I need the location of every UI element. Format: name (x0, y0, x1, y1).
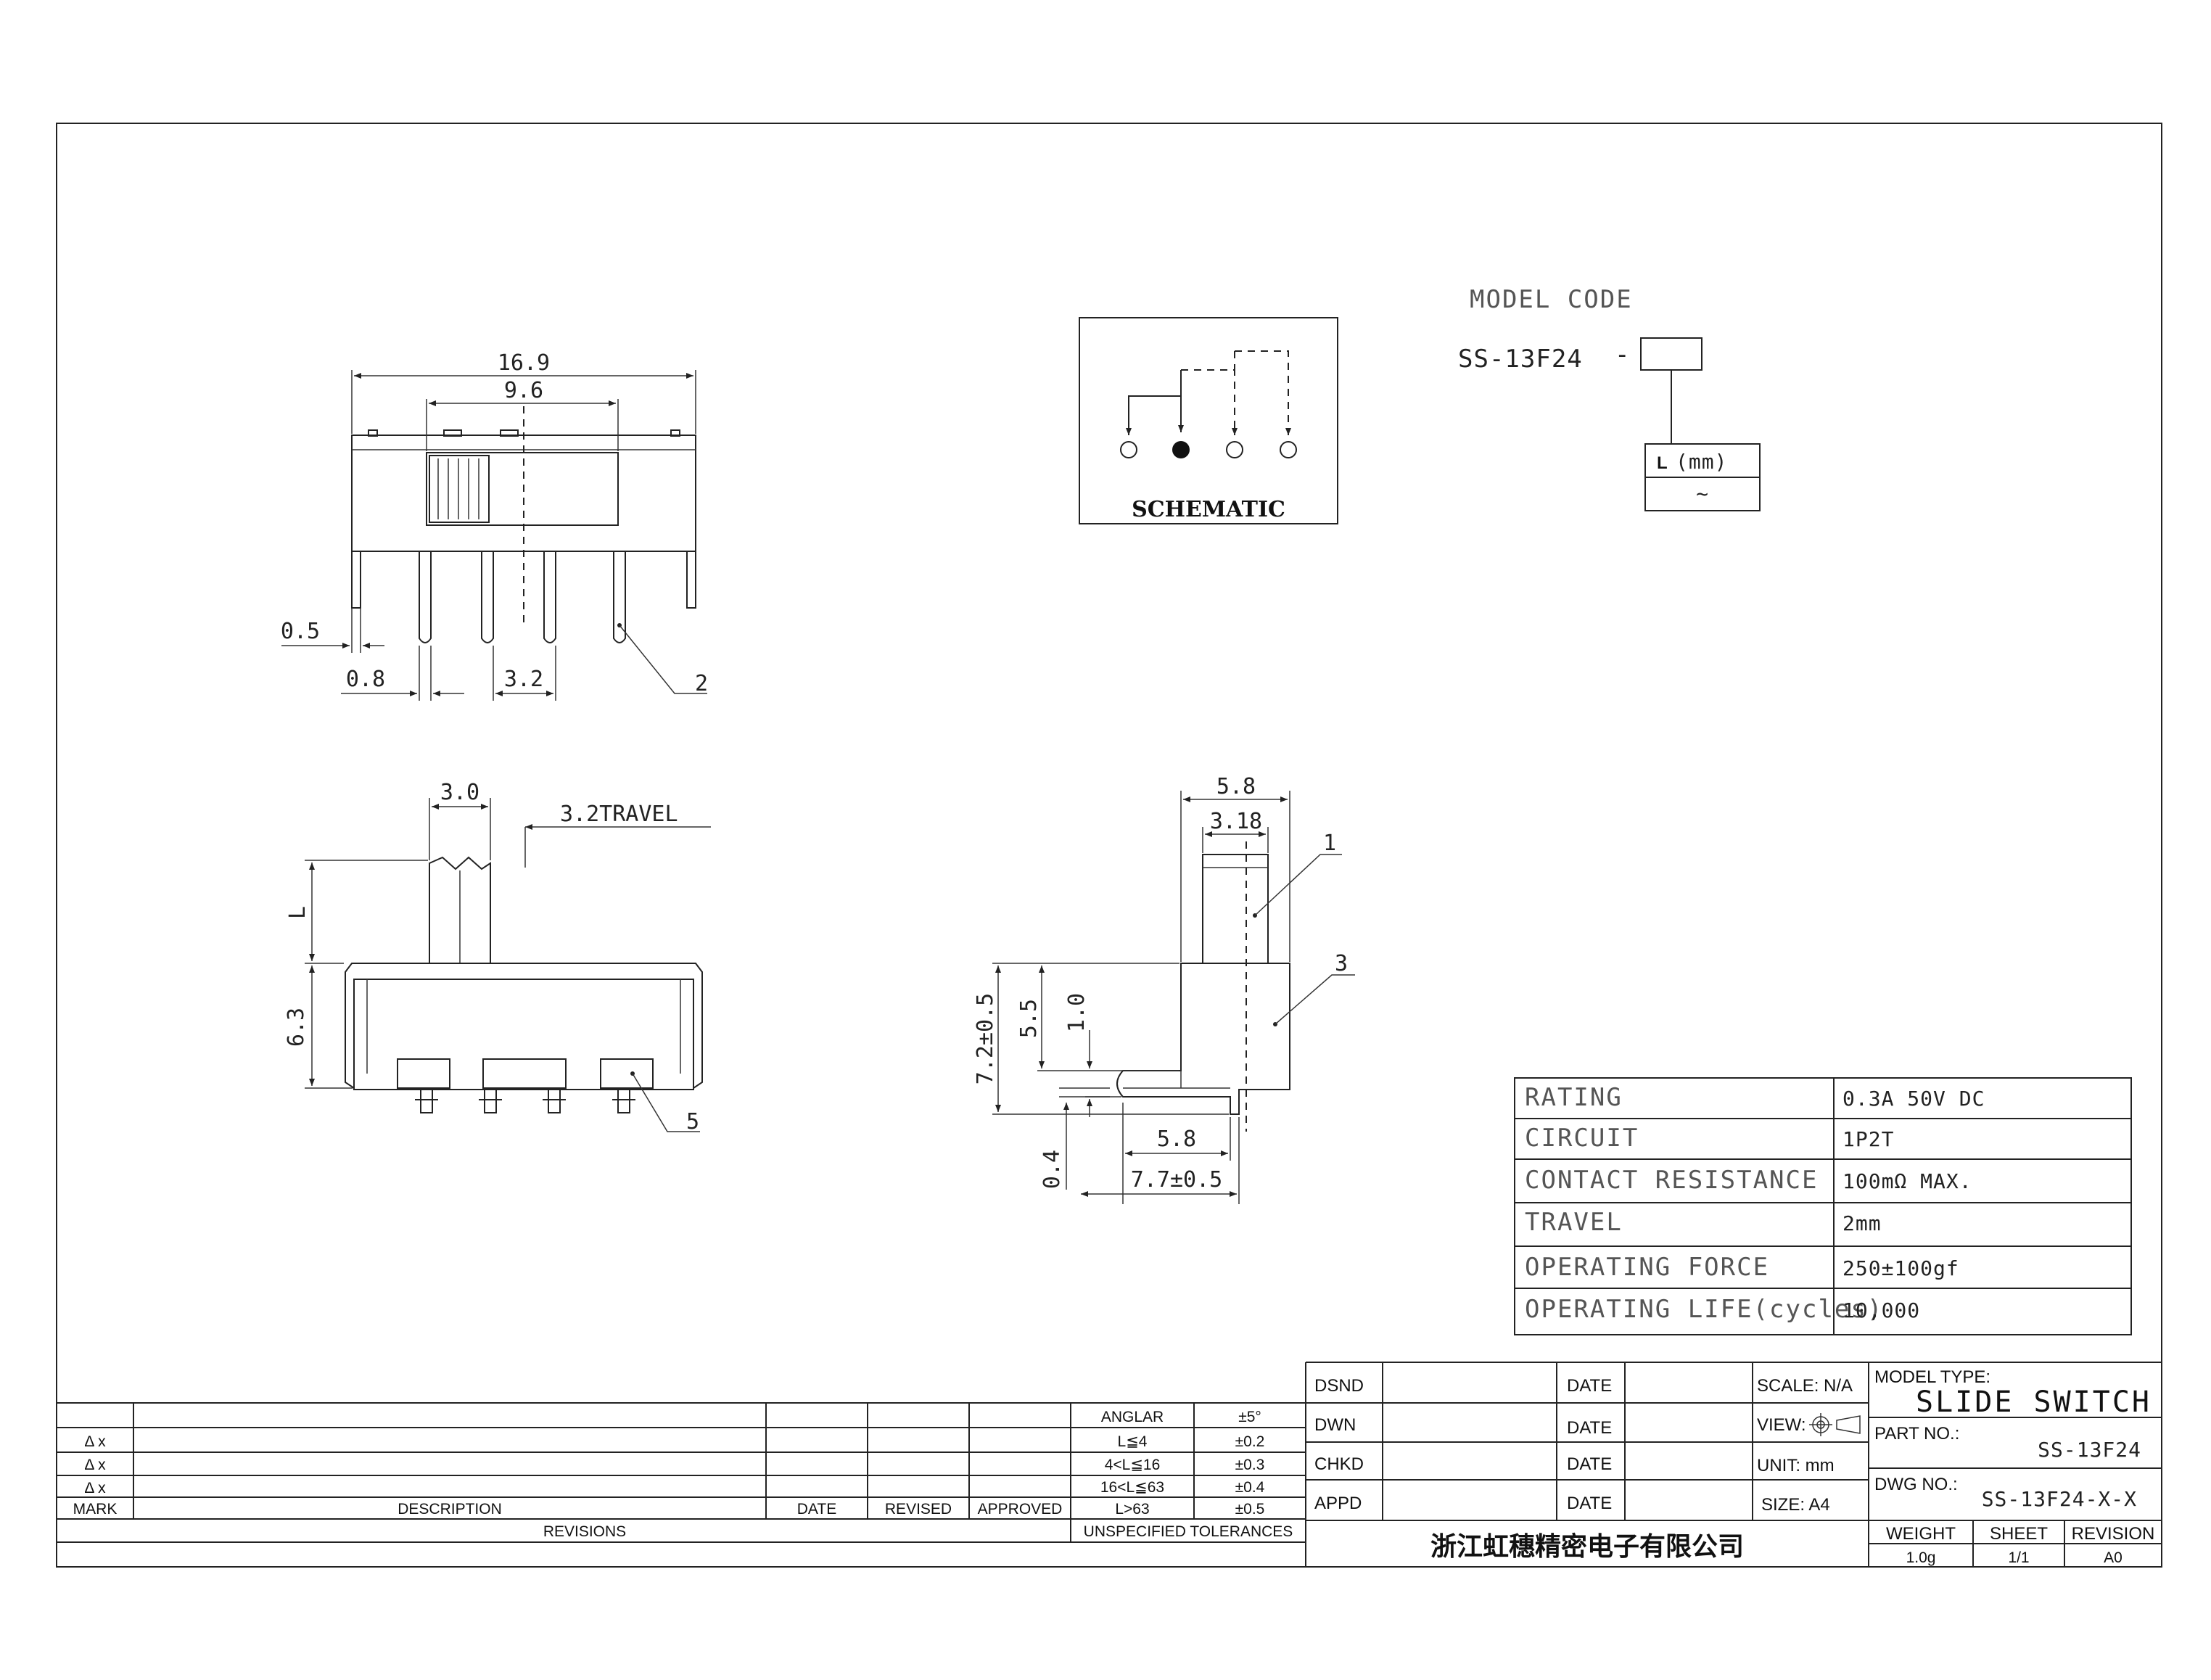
specs-table: RATING 0.3A 50V DC CIRCUIT 1P2T CONTACT RESI… (1514, 1077, 2132, 1335)
dwg-no-label: DWG NO.: (1874, 1475, 1958, 1494)
side-view: 5.8 3.18 7.2±0.5 5.5 1.0 0.4 5.8 7.7±0.5… (973, 774, 1355, 1204)
dim-16-9: 16.9 (498, 350, 550, 376)
callout-1: 1 (1323, 831, 1336, 856)
callout-3: 3 (1335, 951, 1348, 976)
scale-label: SCALE: N/A (1757, 1376, 1853, 1396)
tol-row-4-value: ±0.4 (1235, 1479, 1265, 1496)
signoff-date-4: DATE (1567, 1494, 1612, 1513)
dim-1-0: 1.0 (1064, 993, 1090, 1032)
callout-5: 5 (686, 1109, 699, 1135)
spec-label: OPERATING FORCE (1525, 1253, 1769, 1282)
tol-row-5-value: ±0.5 (1235, 1501, 1265, 1518)
signoff-appd: APPD (1314, 1494, 1362, 1513)
tol-row-1-range: ANGLAR (1101, 1409, 1164, 1425)
spec-value: 250±100gf (1842, 1256, 1959, 1280)
spec-value: 100mΩ MAX. (1842, 1169, 1972, 1193)
dim-side-5-8-top: 5.8 (1216, 774, 1256, 799)
dim-9-6: 9.6 (504, 378, 543, 403)
dim-travel: 3.2TRAVEL (560, 802, 678, 827)
dim-0-4: 0.4 (1039, 1150, 1065, 1189)
dim-3-2: 3.2 (504, 667, 543, 692)
model-code-l-value: ~ (1696, 482, 1709, 506)
model-code-title: MODEL CODE (1470, 285, 1633, 314)
tol-row-2-range: L≦4 (1118, 1433, 1148, 1450)
weight-label: WEIGHT (1886, 1524, 1956, 1544)
dim-side-5-8-bottom: 5.8 (1157, 1127, 1196, 1152)
callout-2: 2 (695, 671, 708, 696)
model-code-l-label: L (1657, 453, 1668, 473)
spec-value: 10,000 (1842, 1298, 1920, 1322)
part-no-label: PART NO.: (1874, 1424, 1959, 1444)
dim-5-5: 5.5 (1016, 999, 1042, 1038)
rev-approved-header: APPROVED (978, 1501, 1063, 1518)
tol-row-3-range: 4<L≦16 (1105, 1457, 1161, 1473)
tol-row-4-range: 16<L≦63 (1100, 1479, 1164, 1496)
revision-label: REVISION (2072, 1524, 2155, 1544)
model-code: MODEL CODE SS-13F24 - L (mm) ~ (1458, 285, 1761, 511)
schematic-label: SCHEMATIC (1132, 497, 1285, 522)
model-type-value: SLIDE SWITCH (1916, 1385, 2152, 1419)
spec-label: RATING (1525, 1083, 1623, 1112)
dim-3-0: 3.0 (440, 780, 479, 805)
dim-l: L (285, 906, 310, 919)
model-code-l-box (1640, 337, 1702, 371)
spec-label: CONTACT RESISTANCE (1525, 1166, 1818, 1195)
title-block: Δ x Δ x Δ x MARK DESCRIPTION DATE REVISE… (57, 1362, 2162, 1567)
rev-date-header: DATE (797, 1501, 836, 1518)
revision-value: A0 (2104, 1549, 2123, 1566)
front-view: 3.0 3.2TRAVEL L 6.3 5 (284, 780, 711, 1135)
tol-row-3-value: ±0.3 (1235, 1457, 1265, 1473)
dwg-no-value: SS-13F24-X-X (1982, 1487, 2137, 1511)
spec-value: 2mm (1842, 1211, 1882, 1235)
company-name: 浙江虹穗精密电子有限公司 (1430, 1531, 1744, 1562)
dim-7-7: 7.7±0.5 (1131, 1167, 1222, 1193)
rev-row-1-mark: Δ x (84, 1433, 106, 1450)
rev-row-3-mark: Δ x (84, 1480, 106, 1496)
spec-value: 1P2T (1842, 1127, 1894, 1151)
unit-label: UNIT: mm (1757, 1456, 1835, 1475)
model-code-l-unit: (mm) (1676, 450, 1727, 474)
sheet-value: 1/1 (2008, 1549, 2029, 1566)
spec-value: 0.3A 50V DC (1842, 1087, 1985, 1111)
rev-revised-header: REVISED (885, 1501, 952, 1518)
drawing-border (56, 123, 2162, 1568)
tol-row-5-range: L>63 (1115, 1501, 1149, 1518)
spec-label: CIRCUIT (1525, 1124, 1639, 1153)
view-label: VIEW: (1757, 1415, 1806, 1435)
dim-0-8: 0.8 (346, 667, 385, 692)
signoff-date-1: DATE (1567, 1376, 1612, 1396)
spec-label: OPERATING LIFE(cycles) (1525, 1295, 1883, 1324)
tolerances-title: UNSPECIFIED TOLERANCES (1084, 1523, 1293, 1540)
weight-value: 1.0g (1906, 1549, 1936, 1566)
dim-0-5: 0.5 (281, 619, 320, 644)
rev-mark-header: MARK (73, 1501, 118, 1518)
dim-6-3: 6.3 (284, 1008, 309, 1047)
signoff-date-3: DATE (1567, 1454, 1612, 1474)
rev-description-header: DESCRIPTION (398, 1501, 502, 1518)
dim-3-18: 3.18 (1210, 809, 1262, 834)
model-type-label: MODEL TYPE: (1874, 1367, 1990, 1387)
spec-label: TRAVEL (1525, 1208, 1623, 1237)
signoff-dwn: DWN (1314, 1415, 1356, 1435)
part-no-value: SS-13F24 (2038, 1438, 2141, 1462)
revisions-title: REVISIONS (543, 1523, 626, 1540)
schematic-box: SCHEMATIC (1079, 317, 1338, 524)
signoff-date-2: DATE (1567, 1418, 1612, 1438)
signoff-dsnd: DSND (1314, 1376, 1364, 1396)
signoff-chkd: CHKD (1314, 1454, 1364, 1474)
projection-icon (1809, 1413, 1861, 1436)
tol-row-2-value: ±0.2 (1235, 1433, 1265, 1450)
model-code-part: SS-13F24 (1458, 345, 1583, 374)
tol-row-1-value: ±5° (1238, 1409, 1261, 1425)
rev-row-2-mark: Δ x (84, 1457, 106, 1473)
model-code-dash: - (1615, 340, 1630, 369)
sheet-label: SHEET (1990, 1524, 2048, 1544)
size-label: SIZE: A4 (1761, 1495, 1830, 1515)
top-view: 16.9 9.6 0.5 0.8 3.2 2 (281, 350, 708, 701)
dim-7-2: 7.2±0.5 (973, 993, 998, 1084)
